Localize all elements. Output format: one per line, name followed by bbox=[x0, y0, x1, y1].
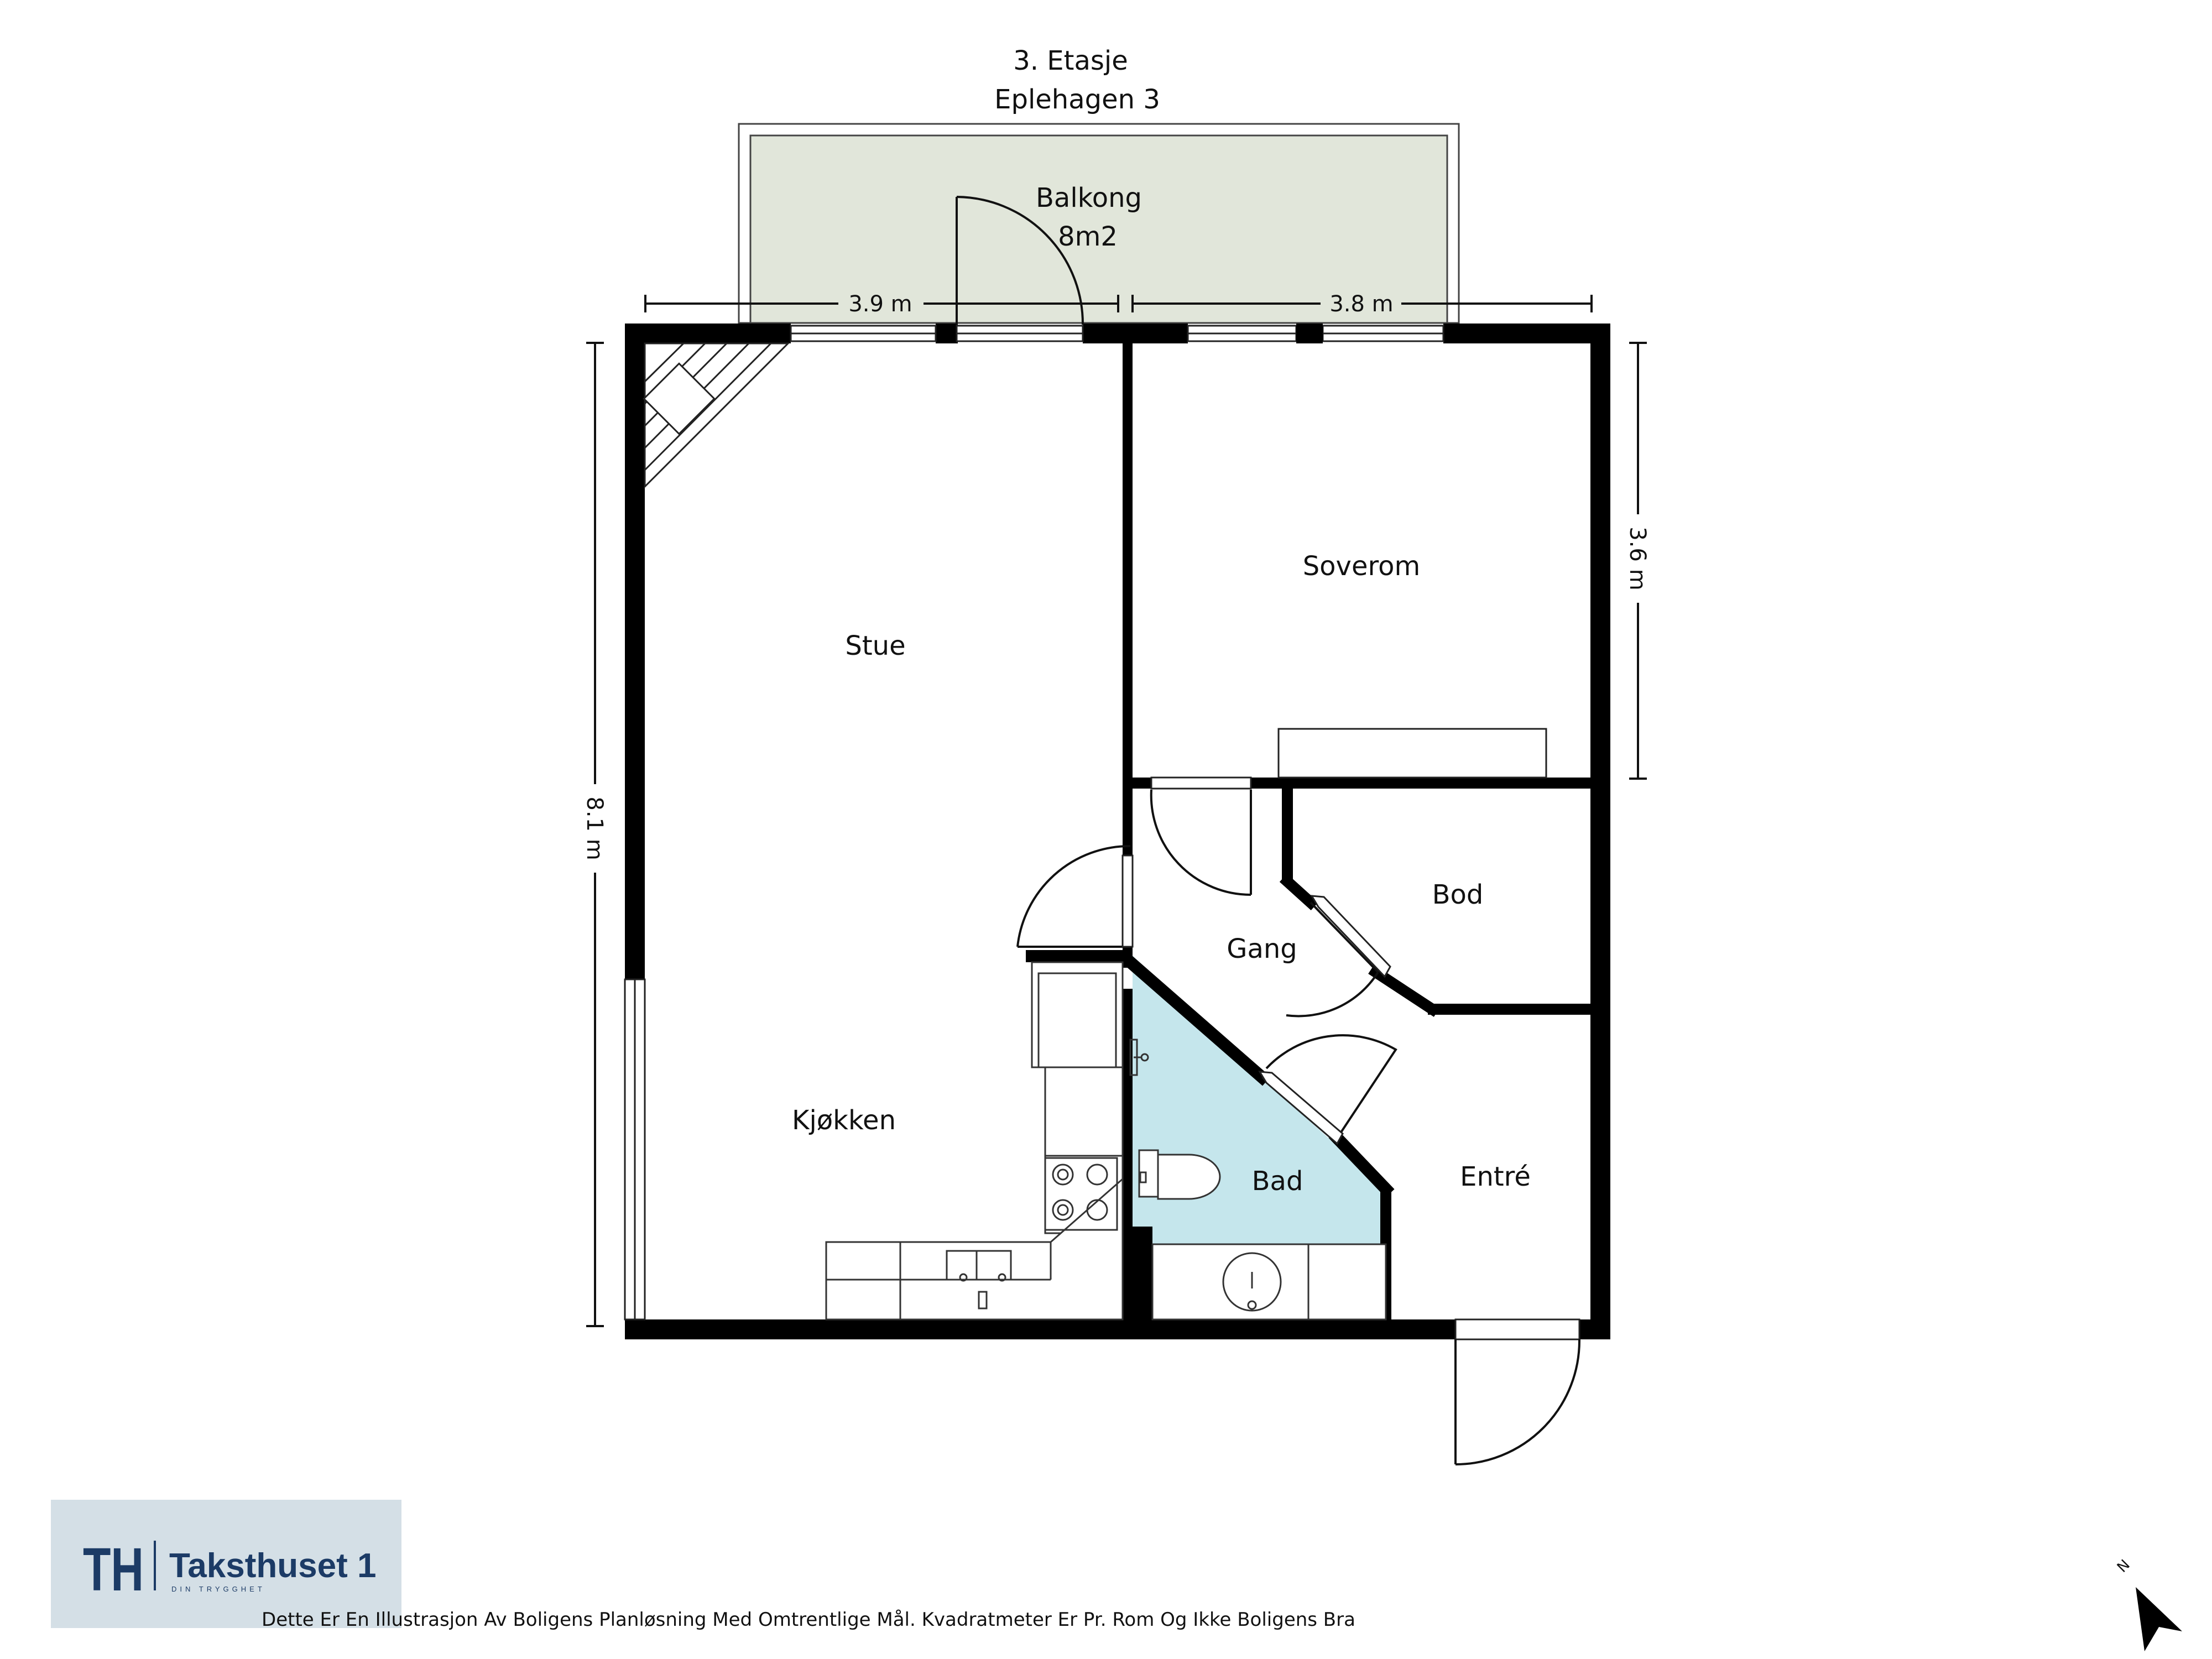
logo-name: Taksthuset 1 bbox=[169, 1547, 376, 1585]
door-frame-bedroom bbox=[1150, 776, 1252, 790]
dimension-label-right: 3.6 m bbox=[1625, 526, 1650, 590]
diagonal-walls bbox=[1121, 873, 1440, 1198]
room-label-storage: Bod bbox=[1432, 879, 1484, 910]
balcony bbox=[738, 123, 1460, 324]
dimension-label-top-left: 3.9 m bbox=[848, 291, 912, 317]
room-label-hall: Gang bbox=[1227, 933, 1297, 964]
dimension-left bbox=[586, 342, 604, 1327]
room-label-entrance: Entré bbox=[1460, 1161, 1531, 1192]
stove-icon bbox=[1044, 1157, 1118, 1231]
entrance-door-opening bbox=[1454, 1318, 1580, 1340]
room-label-living: Stue bbox=[845, 630, 905, 661]
kitchen-sink-icon bbox=[959, 1273, 1006, 1282]
washbasin-icon bbox=[1222, 1252, 1282, 1312]
doors bbox=[956, 196, 1581, 1465]
window-mullions bbox=[634, 332, 1443, 1319]
dimension-top-right bbox=[1131, 295, 1593, 312]
floor-title: 3. Etasje bbox=[1013, 45, 1128, 76]
door-frame-storage bbox=[1310, 895, 1391, 978]
logo-tagline: DIN TRYGGHET bbox=[171, 1585, 265, 1593]
walls bbox=[625, 324, 1610, 1339]
balcony-area: 8m2 bbox=[1058, 221, 1118, 252]
compass-label: N bbox=[2114, 1557, 2133, 1576]
company-logo: TH Taksthuset 1 DIN TRYGGHET bbox=[51, 1500, 401, 1628]
dimension-label-top-right: 3.8 m bbox=[1329, 291, 1393, 317]
kitchen-cabinets bbox=[825, 961, 1124, 1321]
compass-icon: N bbox=[2114, 1557, 2182, 1651]
balcony-label: Balkong bbox=[1036, 182, 1142, 213]
toilet-icon bbox=[1139, 1171, 1147, 1183]
room-label-bathroom: Bad bbox=[1252, 1166, 1303, 1197]
dimension-label-left: 8.1 m bbox=[582, 796, 607, 860]
window-divider bbox=[1296, 324, 1323, 343]
bedroom-furniture bbox=[1277, 728, 1547, 779]
room-label-kitchen: Kjøkken bbox=[792, 1105, 896, 1136]
shower-tap-icon bbox=[1129, 1039, 1149, 1076]
address-title: Eplehagen 3 bbox=[994, 84, 1160, 115]
room-label-bedroom: Soverom bbox=[1303, 551, 1421, 582]
door-frame-living bbox=[1121, 854, 1134, 948]
logo-mark: TH bbox=[83, 1536, 144, 1604]
door-frame-bathroom bbox=[1258, 1071, 1344, 1145]
fireplace bbox=[643, 342, 790, 489]
disclaimer-text: Dette Er En Illustrasjon Av Boligens Pla… bbox=[262, 1609, 1355, 1631]
dimension-right bbox=[1629, 342, 1647, 780]
